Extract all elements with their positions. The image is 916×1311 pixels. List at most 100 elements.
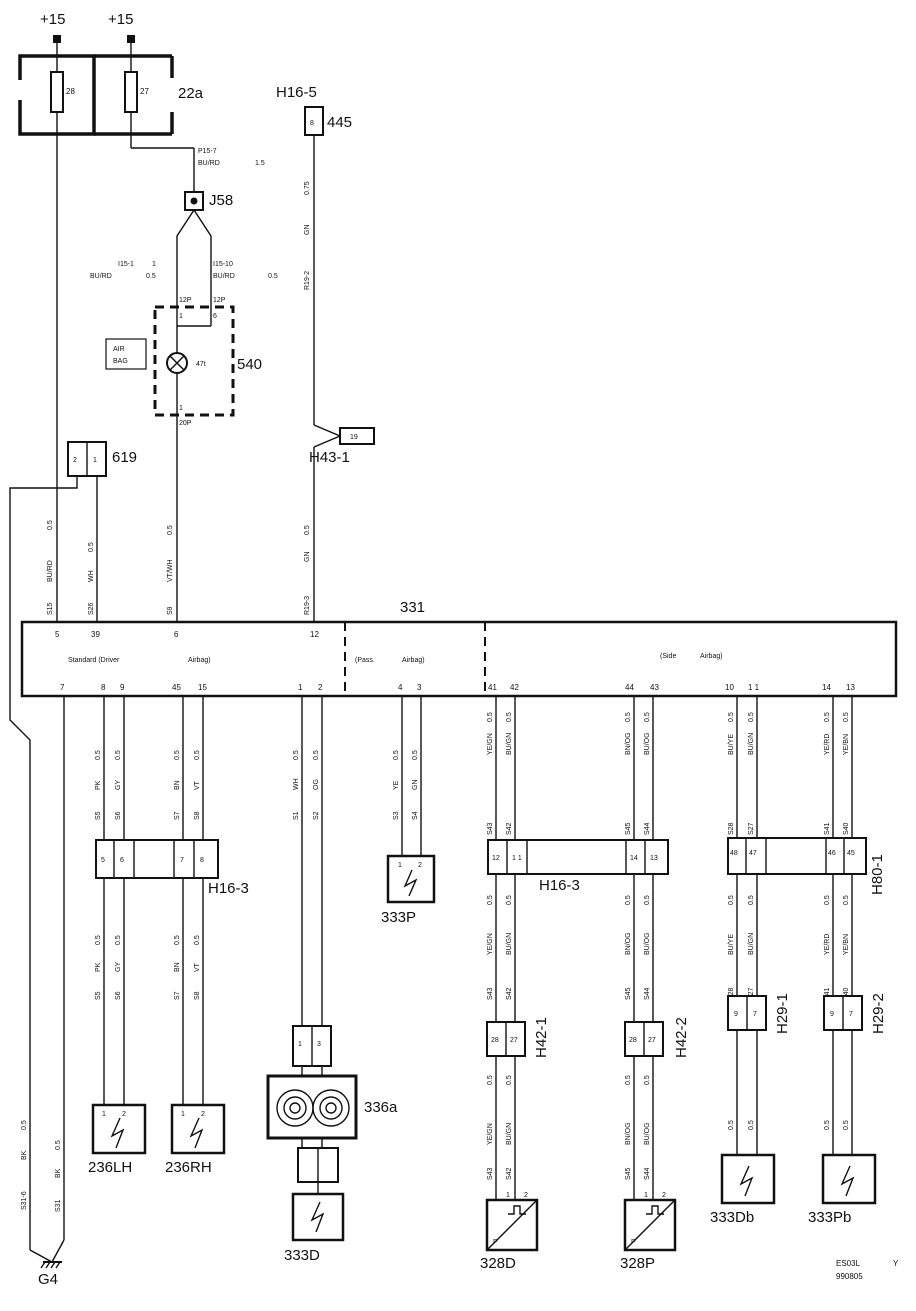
wire2-s42-color: BU/GN (506, 933, 513, 955)
wire2-s7-code: S7 (174, 991, 181, 1000)
wire-s2-color: OG (313, 779, 320, 790)
g4-wire-color: BK (21, 1150, 28, 1160)
h16-3-pin-12: 12 (492, 855, 500, 862)
wire2-s6-color: GY (115, 962, 122, 972)
wire-s42-size: 0.5 (506, 712, 513, 722)
doc-code: ES03L (836, 1259, 861, 1268)
wire-s9-color: VT/WH (167, 559, 174, 582)
fuse-27 (124, 71, 138, 113)
h42-2-pin-28: 28 (629, 1037, 637, 1044)
wire2-s27-code: S27 (748, 987, 755, 1000)
lower-wire-labels-2: 0.5 PK S5 0.5 GY S6 0.5 BN S7 0.5 VT S8 … (95, 895, 850, 1000)
333pb-squib-icon (840, 1165, 855, 1197)
wire3-s44-code: S44 (644, 1167, 651, 1180)
upper-wire-labels: 0.5 BU/RD S15 0.5 WH S26 0.5 VT/WH S9 0.… (47, 520, 311, 615)
wire-s9-size: 0.5 (167, 525, 174, 535)
wire-s7-color: BN (174, 780, 181, 790)
section-driver-a: Standard (Driver (68, 657, 120, 664)
fuse-28 (50, 71, 64, 113)
333p-pin-2: 2 (418, 862, 422, 869)
wire-s3-size: 0.5 (393, 750, 400, 760)
connector-h43-1-pin: 19 (350, 434, 358, 441)
module-pin-9: 9 (120, 683, 125, 692)
wire2-s7-size: 0.5 (174, 935, 181, 945)
h42-1-pin-27: 27 (510, 1037, 518, 1044)
fuse-box-22a: 28 27 22a (18, 54, 204, 136)
wire3-s43-color: YE/GN (487, 1123, 494, 1145)
connector-h16-3-right: 12 1 1 14 13 H16-3 (487, 839, 669, 894)
wire-s5-size: 0.5 (95, 750, 102, 760)
333d-label: 333D (284, 1247, 320, 1264)
connector-445-id: 445 (327, 114, 352, 131)
module-pin-43: 43 (650, 683, 659, 692)
333db-label: 333Db (710, 1209, 754, 1226)
236lh-pin-2: 2 (122, 1111, 126, 1118)
wire3-s41-size: 0.5 (824, 1120, 831, 1130)
wire3-s44-color: BU/OG (644, 1122, 651, 1145)
wire-bu-rd-2: BU/RD (90, 273, 112, 280)
lower-wires (63, 696, 853, 1240)
336a-pin-1: 1 (298, 1041, 302, 1048)
wire2-s5-size: 0.5 (95, 935, 102, 945)
wire-s43-code: S43 (487, 822, 494, 835)
wire2-s8-color: VT (194, 962, 201, 972)
wire-20p: 20P (179, 420, 192, 427)
supply-right-terminal (127, 35, 135, 43)
airbag-label-1: AIR (113, 346, 125, 353)
module-pin-45: 45 (172, 683, 181, 692)
wire2-s44-color: BU/OG (644, 932, 651, 955)
wire-s8-code: S8 (194, 811, 201, 820)
lower-wire-labels-3: 0.5 YE/GN S43 0.5 BU/GN S42 0.5 BN/OG S4… (487, 1075, 850, 1180)
wire3-s43-code: S43 (487, 1167, 494, 1180)
airbag-label-2: BAG (113, 358, 128, 365)
333db-squib-icon (739, 1165, 754, 1197)
236rh-pin-1: 1 (181, 1111, 185, 1118)
wire-s1-code: S1 (293, 811, 300, 820)
side-airbag-333pb: 333Pb (808, 1153, 877, 1226)
lamp-bulb-rating: 47t (196, 361, 206, 368)
airbag-333d: 333D (284, 1192, 345, 1264)
wire-s4-code: S4 (412, 811, 419, 820)
wire2-s42-size: 0.5 (506, 895, 513, 905)
connector-h42-2: 28 27 H42-2 (624, 1017, 690, 1058)
h29-1-pin-9: 9 (734, 1011, 738, 1018)
wire-s6-color: GY (115, 780, 122, 790)
333p-label: 333P (381, 909, 416, 926)
connector-h16-3-left: 5 6 7 8 H16-3 (95, 839, 249, 897)
section-side-b: Airbag) (700, 653, 723, 660)
336a-label: 336a (364, 1099, 398, 1116)
wire2-s6-code: S6 (115, 991, 122, 1000)
wire-s7-code: S7 (174, 811, 181, 820)
wire-s15-size: 0.5 (47, 520, 54, 530)
wire-i15-1-num: 1 (152, 261, 156, 268)
wire2-s40-code: S40 (843, 987, 850, 1000)
connector-445-pin: 8 (310, 120, 314, 127)
236lh-label: 236LH (88, 1159, 132, 1176)
connector-619-pin-1: 1 (93, 457, 97, 464)
wire-s40-size: 0.5 (843, 712, 850, 722)
328d-pin-2: 2 (524, 1192, 528, 1199)
336a-pin-3: 3 (317, 1041, 321, 1048)
h29-2-label: H29-2 (870, 993, 887, 1034)
wire2-s42-code: S42 (506, 987, 513, 1000)
wire-s44-color: BU/OG (644, 732, 651, 755)
wire-s8-size: 0.5 (194, 750, 201, 760)
wire-s15-color: BU/RD (47, 560, 54, 582)
wire-s9-code: S9 (167, 606, 174, 615)
wire3-s45-code: S45 (625, 1167, 632, 1180)
wire2-s27-size: 0.5 (748, 895, 755, 905)
airbag-label-box (105, 338, 147, 370)
328p-label: 328P (620, 1255, 655, 1272)
module-pin-42: 42 (510, 683, 519, 692)
module-331-bottom-pins: 7 8 9 45 15 1 2 4 3 41 42 44 43 10 1 1 1… (60, 683, 855, 692)
wire-r19-3-size: 0.5 (304, 525, 311, 535)
wire2-s8-size: 0.5 (194, 935, 201, 945)
328p-pulse-icon (646, 1205, 664, 1215)
wire-s28-size: 0.5 (728, 712, 735, 722)
connector-h43-1 (339, 427, 375, 445)
h16-3-pin-14: 14 (630, 855, 638, 862)
module-pin-1: 1 (298, 683, 303, 692)
wire2-s45-code: S45 (625, 987, 632, 1000)
h29-1-pin-7: 7 (753, 1011, 757, 1018)
